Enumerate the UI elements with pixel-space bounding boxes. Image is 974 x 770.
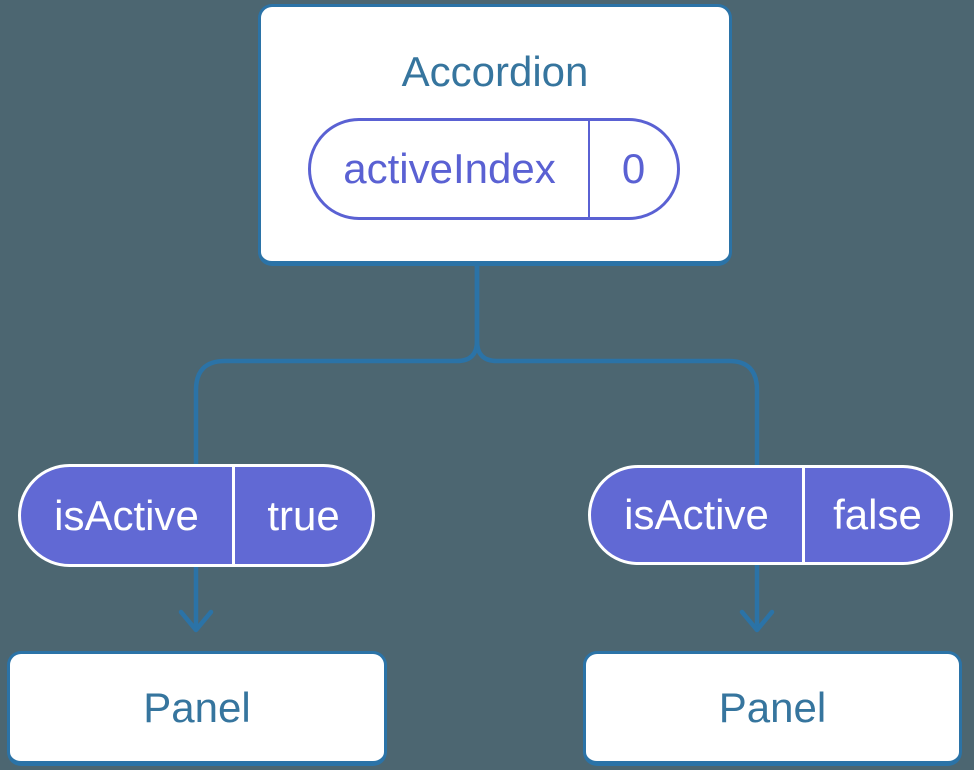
- arrow-down-icon: [739, 609, 775, 633]
- prop-name: isActive: [21, 467, 235, 564]
- prop-pill-isactive-false: isActive false: [588, 465, 953, 565]
- panel-card-right: Panel: [583, 651, 962, 766]
- panel-title: Panel: [718, 683, 827, 731]
- state-name: activeIndex: [311, 121, 590, 217]
- prop-pill-isactive-true: isActive true: [18, 464, 375, 567]
- prop-name: isActive: [591, 468, 805, 562]
- state-pill-activeindex: activeIndex 0: [308, 118, 680, 220]
- panel-card-left: Panel: [7, 651, 387, 766]
- state-value: 0: [621, 145, 646, 192]
- tree-branch-left: [193, 262, 480, 631]
- tree-branch-right: [474, 262, 760, 631]
- panel-title: Panel: [143, 683, 251, 731]
- arrow-down-icon: [178, 609, 214, 633]
- prop-value: false: [833, 491, 922, 538]
- prop-value: true: [267, 491, 340, 539]
- accordion-title: Accordion: [401, 48, 589, 95]
